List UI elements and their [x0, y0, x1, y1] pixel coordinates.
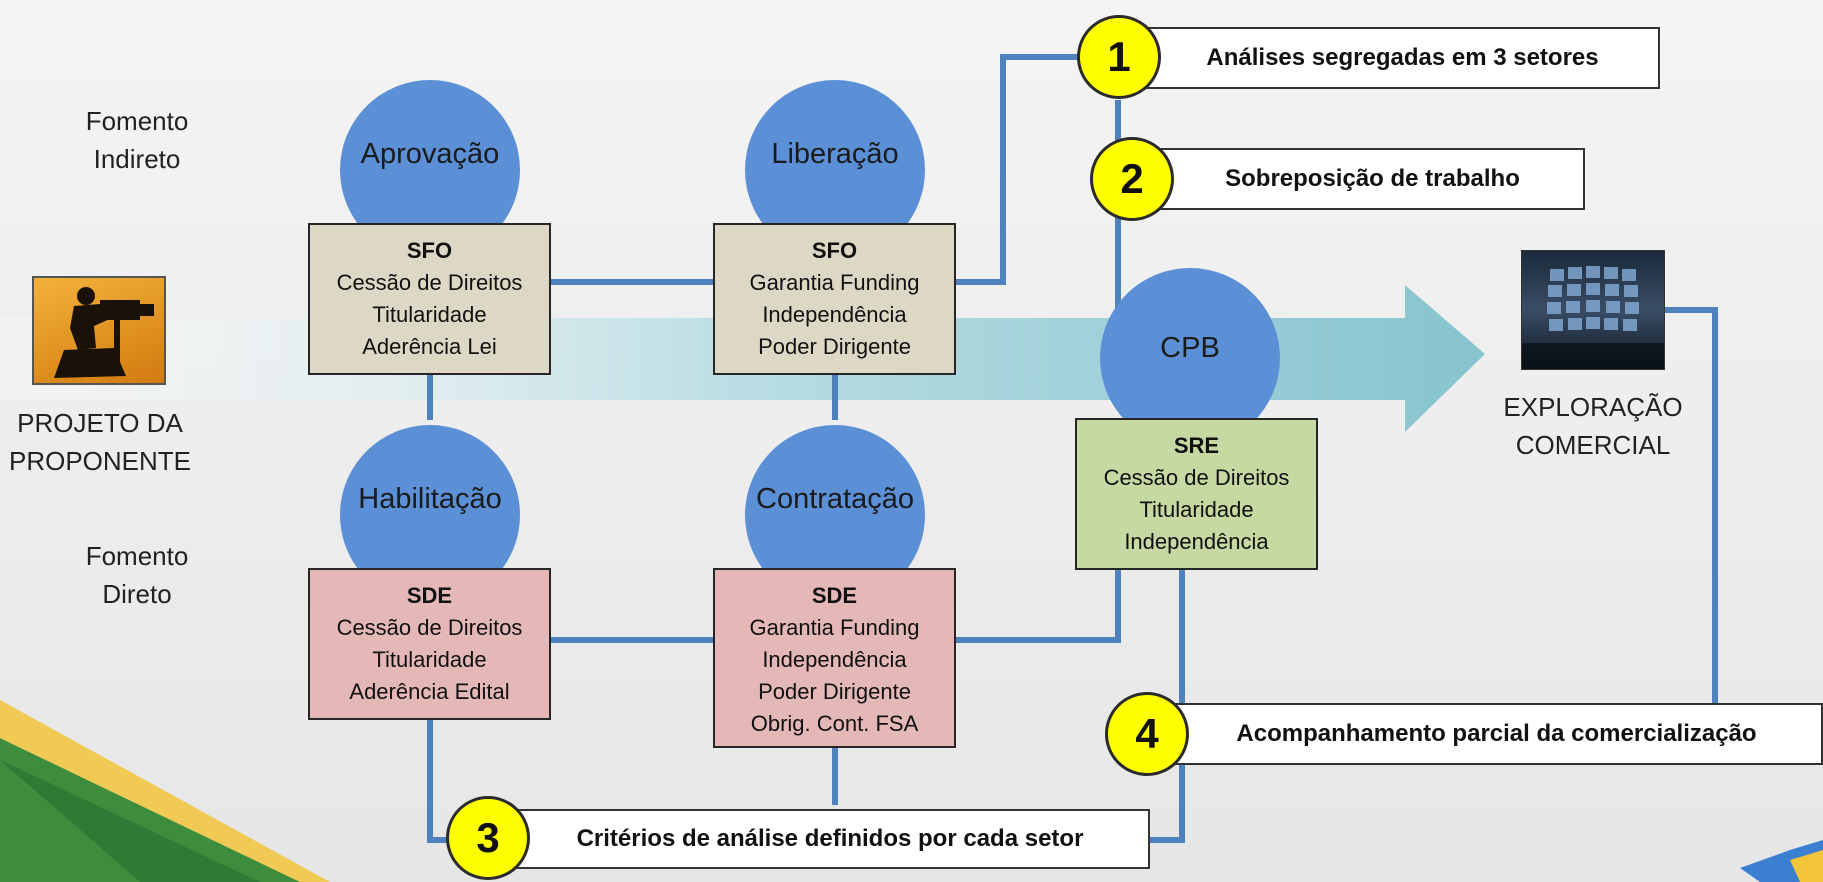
- box-header: SDE: [811, 583, 858, 608]
- circle-label: Liberação: [771, 137, 899, 170]
- box-line: Cessão de Direitos: [336, 270, 523, 295]
- note-text: Acompanhamento parcial da comercializaçã…: [1236, 720, 1757, 747]
- exploracao-comercial-label: EXPLORAÇÃO COMERCIAL: [1488, 388, 1698, 464]
- note-text: Critérios de análise definidos por cada …: [576, 825, 1084, 852]
- box-header: SFO: [406, 238, 453, 263]
- sde-habilitacao-box: SDE Cessão de Direitos Titularidade Ader…: [308, 568, 551, 720]
- circle-label: CPB: [1160, 331, 1220, 364]
- box-line: Garantia Funding: [749, 270, 920, 295]
- sfo-liberacao-box: SFO Garantia Funding Independência Poder…: [713, 223, 956, 375]
- note-4-box: Acompanhamento parcial da comercializaçã…: [1170, 703, 1823, 765]
- row-label-fomento-indireto: Fomento Indireto: [62, 102, 212, 178]
- note-3-box: Critérios de análise definidos por cada …: [510, 809, 1150, 869]
- video-wall-icon: [1521, 250, 1665, 370]
- row-label-line: Fomento: [85, 541, 189, 571]
- exploracao-label-line: COMERCIAL: [1515, 430, 1671, 460]
- note-number: 3: [476, 814, 500, 861]
- circle-label: Aprovação: [360, 137, 500, 170]
- box-line: Titularidade: [372, 302, 487, 327]
- box-header: SDE: [406, 583, 453, 608]
- projeto-label-line: PROPONENTE: [8, 446, 192, 476]
- note-4-badge: 4: [1105, 692, 1189, 776]
- sde-contratacao-box: SDE Garantia Funding Independência Poder…: [713, 568, 956, 748]
- note-number: 1: [1107, 33, 1131, 80]
- note-number: 4: [1135, 710, 1159, 757]
- camera-operator-icon: [32, 276, 166, 385]
- box-line: Titularidade: [372, 647, 487, 672]
- note-2-box: Sobreposição de trabalho: [1160, 148, 1585, 210]
- box-line: Garantia Funding: [749, 615, 920, 640]
- note-1-box: Análises segregadas em 3 setores: [1145, 27, 1660, 89]
- box-line: Independência: [762, 647, 907, 672]
- box-line: Obrig. Cont. FSA: [750, 711, 919, 736]
- circle-label: Contratação: [756, 482, 914, 515]
- note-1-badge: 1: [1077, 15, 1161, 99]
- box-line: Aderência Lei: [362, 334, 497, 359]
- row-label-line: Direto: [102, 579, 172, 609]
- row-label-line: Indireto: [93, 144, 181, 174]
- row-label-fomento-direto: Fomento Direto: [62, 537, 212, 613]
- note-2-badge: 2: [1090, 137, 1174, 221]
- box-header: SRE: [1173, 433, 1220, 458]
- box-line: Cessão de Direitos: [1103, 465, 1290, 490]
- projeto-proponente-label: PROJETO DA PROPONENTE: [0, 404, 200, 480]
- circle-label: Habilitação: [358, 482, 502, 515]
- box-line: Aderência Edital: [349, 679, 510, 704]
- row-label-line: Fomento: [85, 106, 189, 136]
- box-line: Cessão de Direitos: [336, 615, 523, 640]
- note-number: 2: [1120, 155, 1144, 202]
- projeto-label-line: PROJETO DA: [17, 408, 183, 438]
- box-line: Poder Dirigente: [758, 679, 911, 704]
- box-line: Titularidade: [1139, 497, 1254, 522]
- exploracao-label-line: EXPLORAÇÃO: [1503, 392, 1683, 422]
- box-line: Poder Dirigente: [758, 334, 911, 359]
- sre-box: SRE Cessão de Direitos Titularidade Inde…: [1075, 418, 1318, 570]
- note-text: Análises segregadas em 3 setores: [1206, 44, 1599, 71]
- box-header: SFO: [811, 238, 858, 263]
- box-line: Independência: [1124, 529, 1269, 554]
- note-text: Sobreposição de trabalho: [1225, 165, 1520, 192]
- sfo-aprovacao-box: SFO Cessão de Direitos Titularidade Ader…: [308, 223, 551, 375]
- note-3-badge: 3: [446, 796, 530, 880]
- box-line: Independência: [762, 302, 907, 327]
